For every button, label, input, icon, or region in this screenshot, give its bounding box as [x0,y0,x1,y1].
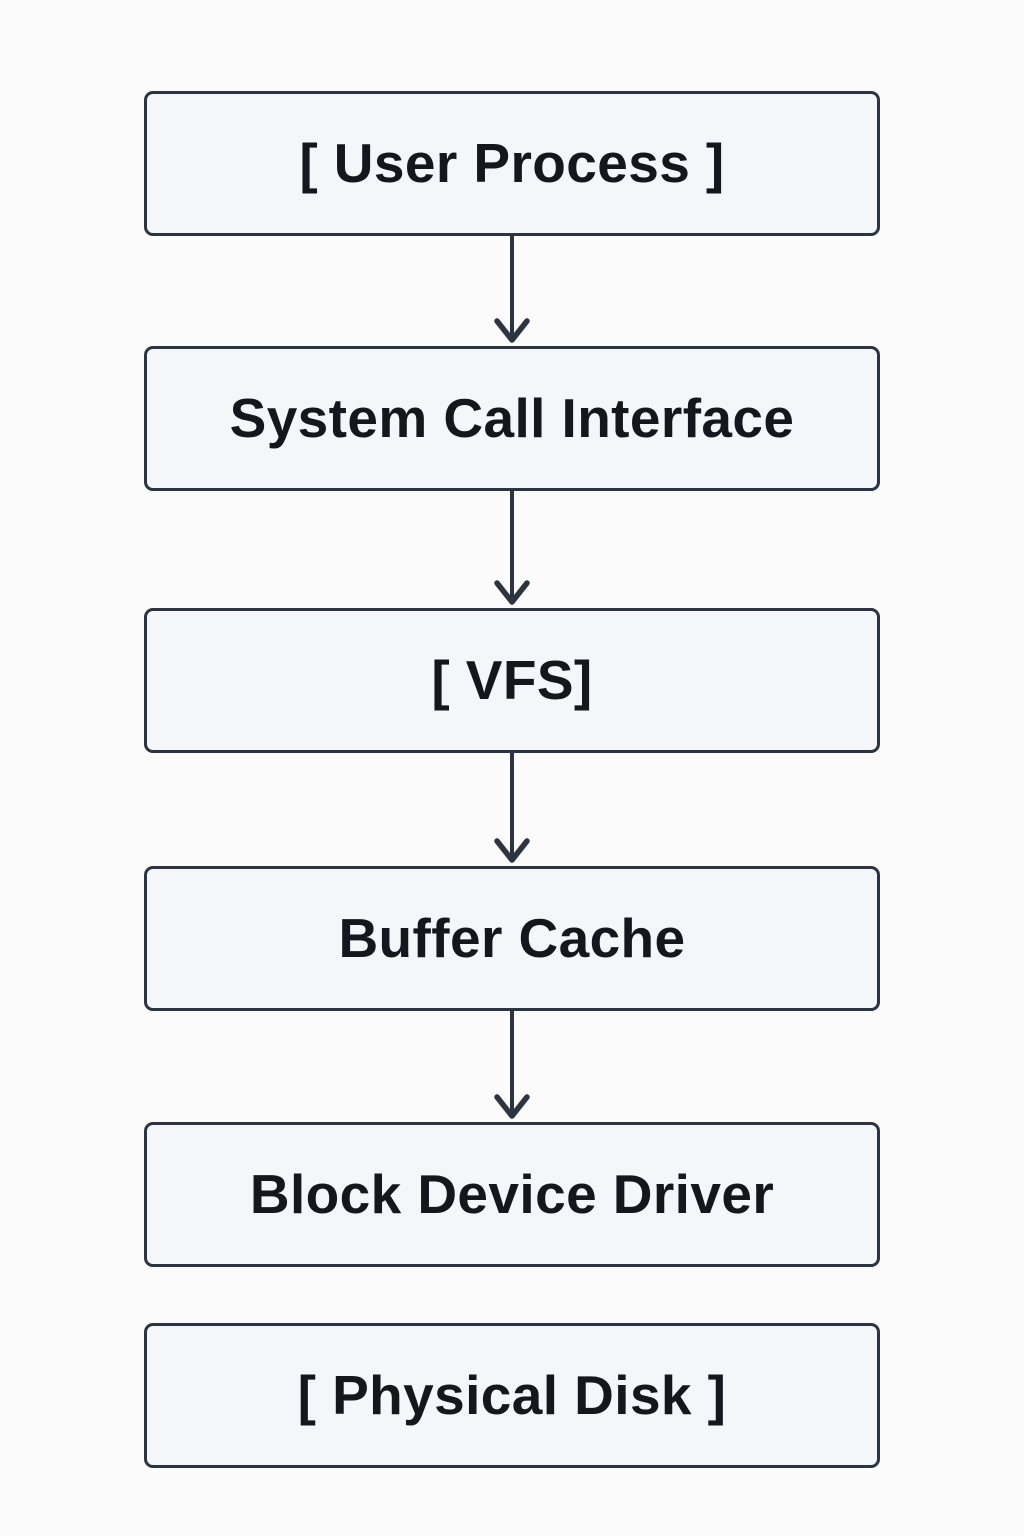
node-buffer-cache-label: Buffer Cache [338,907,686,969]
node-system-call-interface[interactable]: System Call Interface [144,346,880,491]
edge-vfs-to-buffer-cache [494,753,530,863]
edge-buffer-cache-to-block-device-driver [494,1011,530,1119]
edge-user-process-to-system-call-interface [494,236,530,343]
node-vfs-label: [ VFS] [431,649,593,711]
node-user-process-label: [ User Process ] [299,132,725,194]
node-system-call-interface-label: System Call Interface [229,387,795,449]
node-buffer-cache[interactable]: Buffer Cache [144,866,880,1011]
node-block-device-driver-label: Block Device Driver [249,1163,775,1225]
node-physical-disk[interactable]: [ Physical Disk ] [144,1323,880,1468]
node-physical-disk-label: [ Physical Disk ] [297,1364,727,1426]
node-user-process[interactable]: [ User Process ] [144,91,880,236]
node-block-device-driver[interactable]: Block Device Driver [144,1122,880,1267]
edge-system-call-interface-to-vfs [494,491,530,605]
node-vfs[interactable]: [ VFS] [144,608,880,753]
